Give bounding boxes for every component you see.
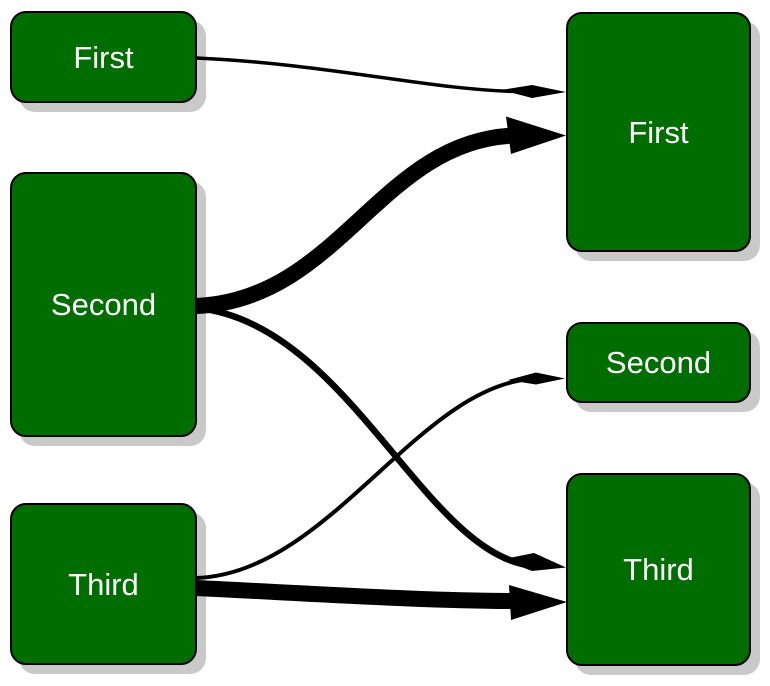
node-left-second-label: Second	[50, 287, 157, 322]
arrowhead-icon	[502, 553, 566, 571]
edge-left-third-to-right-second	[195, 372, 565, 580]
node-right-second: Second	[566, 322, 751, 403]
arrowhead-icon	[501, 85, 566, 98]
node-right-first-label: First	[628, 114, 689, 150]
node-right-second-label: Second	[605, 345, 712, 380]
edge-left-second-to-right-first	[195, 116, 566, 314]
node-right-third-label: Third	[623, 552, 694, 587]
node-left-third: Third	[10, 503, 197, 665]
node-left-first: First	[10, 11, 197, 103]
node-right-first: First	[566, 12, 751, 252]
arrowhead-icon	[508, 372, 565, 385]
node-left-third-label: Third	[68, 566, 139, 602]
edge-left-first-to-right-first	[195, 56, 566, 98]
edge-left-third-to-right-third	[195, 580, 567, 620]
node-right-third: Third	[566, 473, 751, 666]
node-left-first-label: First	[73, 39, 134, 75]
arrowhead-icon	[509, 585, 567, 620]
node-left-second: Second	[10, 172, 197, 437]
edge-left-second-to-right-third	[196, 304, 566, 571]
arrowhead-icon	[506, 116, 566, 154]
